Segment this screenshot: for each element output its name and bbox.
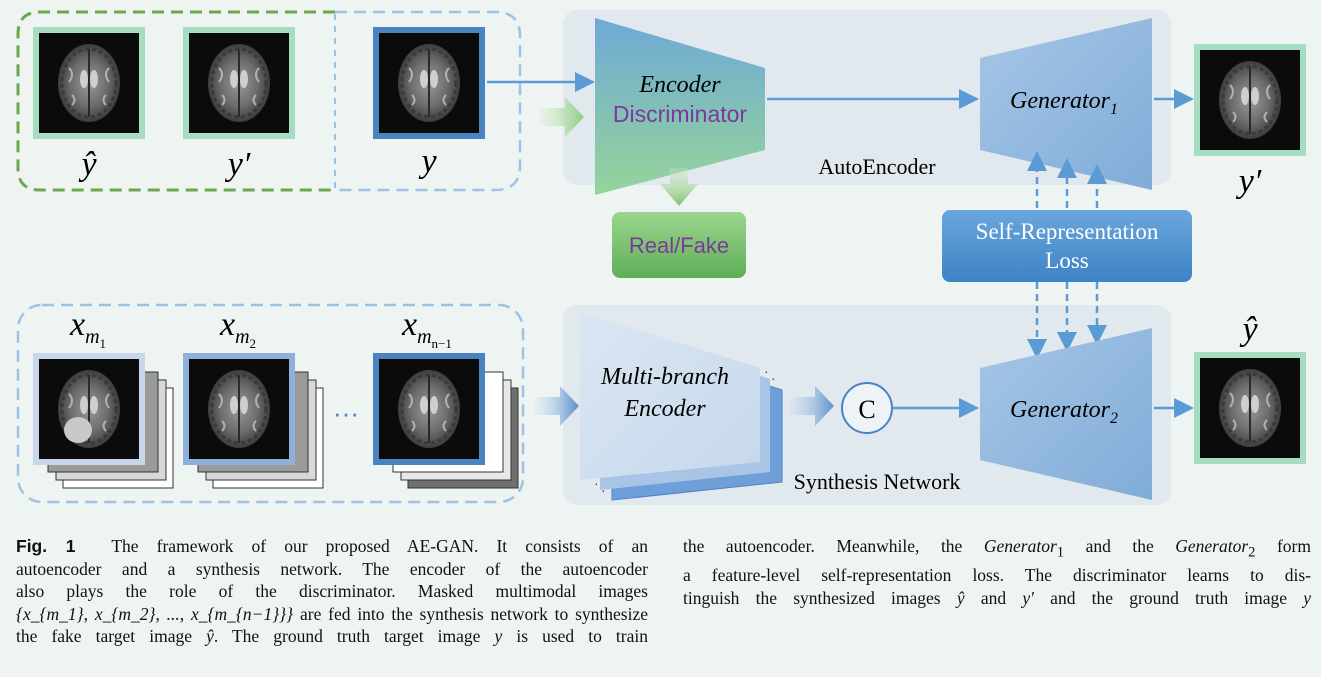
label-y-hat: ŷ <box>78 146 97 183</box>
caption-line-3: also plays the role of the discriminator… <box>16 581 648 601</box>
label-x-m1: xm1 <box>69 306 106 351</box>
caption-generator2: Generator <box>1175 536 1249 556</box>
image-y-prime <box>183 27 295 139</box>
self-rep-loss-line2: Loss <box>1045 248 1089 273</box>
caption-line-1: Fig. 1 The framework of our proposed AE-… <box>16 535 648 558</box>
caption-yprime: y′ <box>1022 587 1034 608</box>
caption-text: and the ground truth image <box>1050 587 1288 608</box>
caption-generator2-sub: 2 <box>1248 544 1256 561</box>
label-y-prime: y′ <box>225 146 251 183</box>
generator1-label: Generator1 <box>1010 88 1118 118</box>
output-image-y-prime <box>1194 44 1306 156</box>
caption-text: the autoencoder. Meanwhile, the <box>683 536 963 556</box>
concat-circle <box>841 382 893 434</box>
encoder-label-2: Encoder <box>623 396 706 422</box>
caption-left: Fig. 1 The framework of our proposed AE-… <box>16 535 648 648</box>
caption-generator1: Generator <box>983 536 1057 556</box>
fade-arrow-down <box>660 168 698 206</box>
label-y: y <box>418 143 437 180</box>
caption-line-6: the autoencoder. Meanwhile, the Generato… <box>683 535 1311 564</box>
modality-stack-1 <box>33 353 174 489</box>
generator1 <box>980 18 1152 190</box>
caption-y: y <box>1303 587 1312 608</box>
fig-label: Fig. 1 <box>16 536 76 556</box>
caption-line-8: tinguish the synthesized images ŷ and y′… <box>683 587 1311 610</box>
self-rep-loss-line1: Self-Representation <box>976 219 1159 244</box>
output-label-y-prime: y′ <box>1236 163 1262 200</box>
output-label-y-hat: ŷ <box>1239 311 1258 348</box>
generator2-label: Generator2 <box>1010 397 1118 427</box>
caption-yhat: ŷ <box>206 626 214 646</box>
fade-arrow-blue-1 <box>535 386 579 426</box>
label-x-mn1: xmn−1 <box>401 306 452 351</box>
generator2 <box>980 328 1152 500</box>
framework-diagram: ŷ y′ y Encoder Discriminator Generator1 … <box>16 10 1306 505</box>
svg-text:·: · <box>594 475 599 491</box>
fade-arrow-green <box>540 97 584 137</box>
caption-text: tinguish the synthesized images <box>683 587 941 608</box>
concat-label: C <box>858 395 875 424</box>
caption-right: the autoencoder. Meanwhile, the Generato… <box>683 535 1311 609</box>
caption-text: and the <box>1085 536 1154 556</box>
modality-stack-n1 <box>373 353 519 489</box>
caption-text: are fed into the synthesis network to sy… <box>300 603 648 624</box>
self-rep-dashed-arrows <box>1027 151 1107 359</box>
caption-line-4: {x_{m_1}, x_{m_2}, ..., x_{m_{n−1}}} are… <box>16 603 648 626</box>
self-rep-loss-box <box>942 210 1192 282</box>
caption-set-expr: {x_{m_1}, x_{m_2}, ..., x_{m_{n−1}}} <box>16 603 294 624</box>
output-image-y-hat <box>1194 352 1306 464</box>
synthesis-label: Synthesis Network <box>794 469 961 494</box>
modality-dashed-group <box>16 303 525 504</box>
multi-branch-label: Multi-branch <box>600 364 729 390</box>
multi-branch-encoder: · · · · <box>580 312 783 501</box>
modality-stack-2 <box>183 353 324 489</box>
caption-text: . The ground truth target image <box>213 626 481 646</box>
caption-text: The framework of our proposed AE-GAN. It… <box>111 536 649 556</box>
modality-ellipsis: ··· <box>333 398 359 428</box>
real-fake-label: Real/Fake <box>629 233 729 258</box>
caption-y: y <box>494 626 503 646</box>
caption-generator1-sub: 1 <box>1056 544 1065 561</box>
label-x-m2: xm2 <box>219 306 256 351</box>
caption-line-2: autoencoder and a synthesis network. The… <box>16 558 648 579</box>
caption-line-7: a feature-level self-representation loss… <box>683 565 1311 585</box>
caption-text: the fake target image <box>16 626 192 646</box>
svg-text:·: · <box>771 370 776 386</box>
caption-text: is used to train <box>516 626 648 646</box>
discriminator-label: Discriminator <box>613 101 748 127</box>
caption-line-5: the fake target image ŷ. The ground trut… <box>16 625 648 648</box>
fade-arrow-blue-2 <box>790 386 834 426</box>
image-y-hat <box>33 27 145 139</box>
autoencoder-label: AutoEncoder <box>818 154 936 179</box>
caption-text: and <box>980 587 1007 608</box>
svg-text:·: · <box>764 363 769 379</box>
encoder-label: Encoder <box>638 72 721 98</box>
image-y <box>373 27 485 139</box>
caption-yhat: ŷ <box>956 587 965 608</box>
encoder-discriminator <box>595 18 765 195</box>
caption-text: form <box>1276 536 1311 556</box>
real-fake-box <box>612 212 746 278</box>
svg-text:·: · <box>601 482 606 498</box>
